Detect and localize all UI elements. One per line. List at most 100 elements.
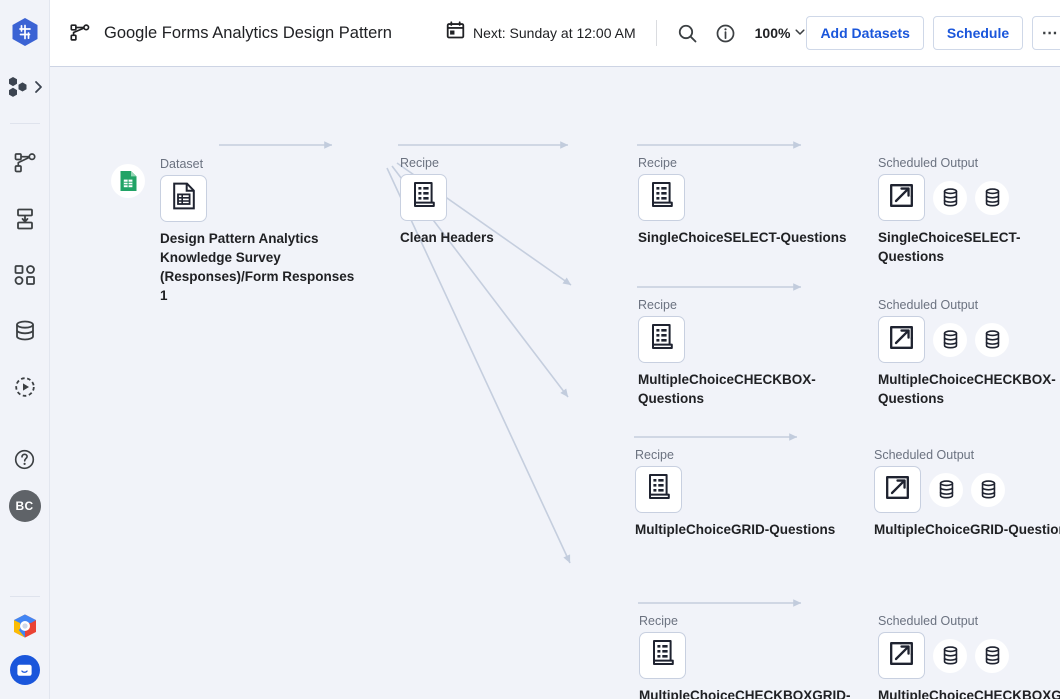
rail-divider-bottom <box>9 596 40 597</box>
database-icon[interactable] <box>929 472 963 507</box>
node-type-label: Scheduled Output <box>878 156 979 170</box>
project-switcher[interactable] <box>5 75 45 103</box>
node-recipe-single-choice-select[interactable]: Recipe <box>638 156 850 247</box>
node-recipe-clean-headers[interactable]: Recipe <box>400 156 550 247</box>
info-icon[interactable] <box>711 18 741 48</box>
node-recipe-multiple-choice-grid[interactable]: Recipe <box>635 448 840 539</box>
page-title: Google Forms Analytics Design Pattern <box>104 23 392 42</box>
node-output-multiple-choice-checkboxgrid[interactable]: Scheduled Output <box>878 614 1060 699</box>
publish-arrow-icon <box>888 182 915 214</box>
node-output-multiple-choice-grid[interactable]: Scheduled Output <box>874 448 1060 539</box>
output-node-box[interactable] <box>878 632 925 679</box>
node-icon-row <box>638 174 850 221</box>
recipe-node-box[interactable] <box>639 632 686 679</box>
schedule-status[interactable]: Next: Sunday at 12:00 AM <box>446 21 636 45</box>
calendar-icon <box>446 21 465 45</box>
database-icon[interactable] <box>975 322 1009 357</box>
node-title[interactable]: MultipleChoiceCHECKBOXGRID-Questions <box>878 688 1060 699</box>
node-icon-row <box>400 174 550 221</box>
zoom-level-value: 100% <box>754 25 791 41</box>
recipe-node-box[interactable] <box>400 174 447 221</box>
publish-arrow-icon <box>888 640 915 672</box>
node-output-multiple-choice-checkbox[interactable]: Scheduled Output <box>878 298 1060 408</box>
toolbar-divider <box>655 20 657 46</box>
left-nav-rail: BC <box>0 0 50 699</box>
main-area: Google Forms Analytics Design Pattern Ne… <box>50 0 1060 699</box>
search-icon[interactable] <box>673 18 703 48</box>
database-icon[interactable] <box>971 472 1005 507</box>
node-dataset-1[interactable]: Dataset <box>111 157 365 305</box>
node-type-label: Dataset <box>160 157 204 171</box>
sidebar-item-plans[interactable] <box>8 258 42 292</box>
node-type-label: Scheduled Output <box>878 298 979 312</box>
node-icon-row <box>635 466 840 513</box>
node-type-label: Scheduled Output <box>878 614 979 628</box>
google-sheets-icon <box>111 164 145 198</box>
recipe-icon <box>650 639 676 672</box>
publish-arrow-icon <box>888 324 915 356</box>
node-type-label: Recipe <box>400 156 439 170</box>
node-type-label: Recipe <box>635 448 674 462</box>
sidebar-item-job-history[interactable] <box>8 370 42 404</box>
recipe-node-box[interactable] <box>638 316 685 363</box>
project-nodes-icon <box>7 76 33 103</box>
node-title[interactable]: Clean Headers <box>400 230 494 245</box>
recipe-icon <box>649 181 675 214</box>
database-icon[interactable] <box>975 180 1009 215</box>
database-icon[interactable] <box>933 180 967 215</box>
more-options-button[interactable]: ⋯ <box>1032 16 1060 50</box>
node-icon-row <box>111 164 365 222</box>
node-title[interactable]: MultipleChoiceCHECKBOXGRID-Questions <box>639 688 851 699</box>
database-icon[interactable] <box>975 638 1009 673</box>
database-icon[interactable] <box>933 638 967 673</box>
node-title[interactable]: MultipleChoiceCHECKBOX-Questions <box>878 372 1056 406</box>
dataset-node-box[interactable] <box>160 175 207 222</box>
publish-arrow-icon <box>884 474 911 506</box>
flow-graph-icon <box>68 21 92 45</box>
node-output-single-choice-select[interactable]: Scheduled Output <box>878 156 1060 266</box>
output-node-box[interactable] <box>874 466 921 513</box>
rail-divider-top <box>9 123 40 124</box>
node-icon-row <box>638 316 840 363</box>
recipe-icon <box>411 181 437 214</box>
zoom-level-selector[interactable]: 100% <box>755 25 807 41</box>
node-type-label: Recipe <box>638 298 677 312</box>
node-title[interactable]: MultipleChoiceGRID-Questions <box>874 522 1060 537</box>
node-type-label: Recipe <box>639 614 678 628</box>
top-toolbar: Google Forms Analytics Design Pattern Ne… <box>50 0 1060 67</box>
spreadsheet-file-icon <box>171 182 197 215</box>
node-title[interactable]: SingleChoiceSELECT-Questions <box>878 230 1021 264</box>
chevron-right-icon <box>34 80 43 99</box>
node-type-label: Scheduled Output <box>874 448 975 462</box>
flow-canvas[interactable]: Dataset <box>50 67 1060 699</box>
node-icon-row <box>878 316 1060 363</box>
node-icon-row <box>878 632 1060 679</box>
database-icon[interactable] <box>933 322 967 357</box>
recipe-node-box[interactable] <box>638 174 685 221</box>
help-button[interactable] <box>8 442 42 476</box>
recipe-node-box[interactable] <box>635 466 682 513</box>
node-icon-row <box>639 632 844 679</box>
node-icon-row <box>874 466 1060 513</box>
node-title[interactable]: SingleChoiceSELECT-Questions <box>638 230 847 245</box>
chevron-down-icon <box>794 25 806 41</box>
google-cloud-icon[interactable] <box>10 611 40 641</box>
sidebar-item-connections[interactable] <box>8 314 42 348</box>
trifacta-hexagon-logo[interactable] <box>10 17 40 47</box>
avatar[interactable]: BC <box>8 490 41 522</box>
recipe-icon <box>646 473 672 506</box>
chat-bubble-icon[interactable] <box>9 655 40 685</box>
sidebar-item-import-data[interactable] <box>8 202 42 236</box>
node-title[interactable]: Design Pattern Analytics Knowledge Surve… <box>160 231 355 303</box>
node-title[interactable]: MultipleChoiceCHECKBOX-Questions <box>638 372 816 406</box>
node-recipe-multiple-choice-checkbox[interactable]: Recipe <box>638 298 840 408</box>
node-recipe-multiple-choice-checkboxgrid[interactable]: Recipe <box>639 614 851 699</box>
recipe-icon <box>649 323 675 356</box>
add-datasets-button[interactable]: Add Datasets <box>806 16 924 50</box>
sidebar-item-flows[interactable] <box>8 146 42 180</box>
node-title[interactable]: MultipleChoiceGRID-Questions <box>635 522 836 537</box>
output-node-box[interactable] <box>878 174 925 221</box>
output-node-box[interactable] <box>878 316 925 363</box>
schedule-button[interactable]: Schedule <box>932 16 1024 50</box>
